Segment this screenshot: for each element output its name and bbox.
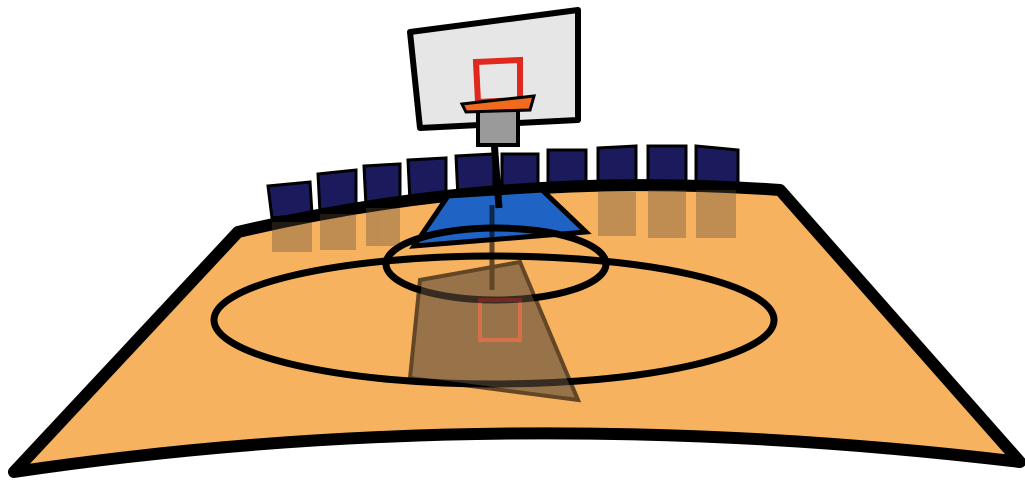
hoop-box	[476, 108, 520, 147]
seat-reflections	[272, 190, 736, 252]
backboard	[407, 7, 581, 131]
rim	[459, 94, 537, 114]
seat-reflection	[272, 222, 312, 252]
seat-reflection	[648, 190, 686, 238]
seat-reflection	[696, 190, 736, 238]
hoop-reflection	[478, 298, 522, 342]
backboard-reflection-shape	[407, 259, 582, 403]
backboard-reflection	[407, 205, 582, 403]
hoop-pole	[490, 139, 503, 209]
seat-reflection	[320, 214, 356, 250]
seat-reflection	[598, 192, 636, 236]
seat-reflection	[366, 208, 400, 246]
